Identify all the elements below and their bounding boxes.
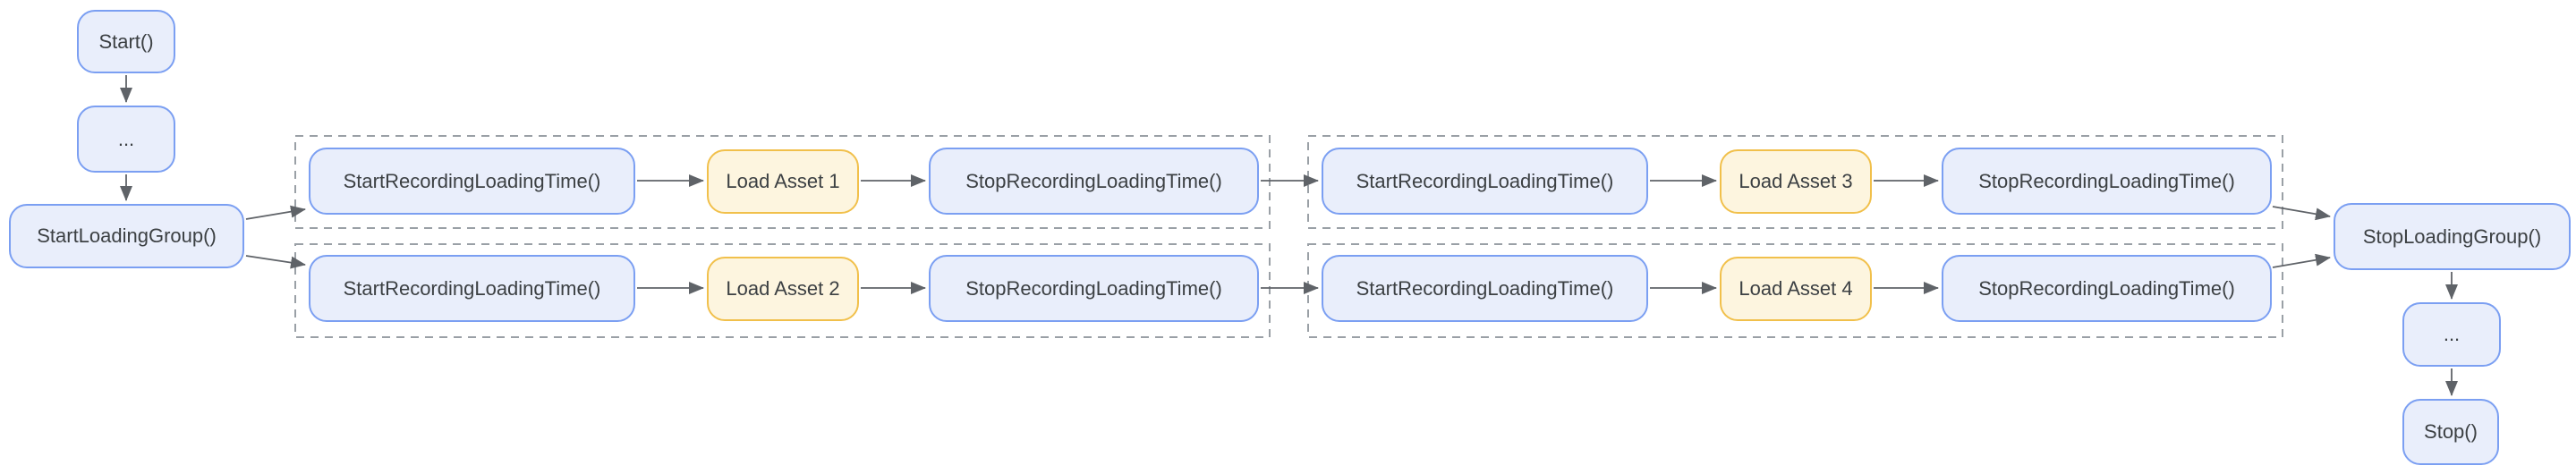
- node-load-asset-4: Load Asset 4: [1720, 257, 1872, 321]
- flow-arrow-line: [245, 255, 306, 269]
- flow-arrow-line: [2272, 253, 2331, 268]
- node-start-recording-g1r2: StartRecordingLoadingTime(): [309, 255, 635, 322]
- node-load-asset-2: Load Asset 2: [707, 257, 859, 321]
- node-start-loading-group: StartLoadingGroup(): [9, 204, 244, 268]
- node-stop-recording-g1r2: StopRecordingLoadingTime(): [929, 255, 1259, 322]
- node-start-recording-g2r1: StartRecordingLoadingTime(): [1322, 148, 1648, 215]
- node-stop-recording-g2r1: StopRecordingLoadingTime(): [1942, 148, 2272, 215]
- node-ellipsis-bottom: ...: [2402, 302, 2501, 367]
- node-load-asset-1: Load Asset 1: [707, 149, 859, 214]
- node-start: Start(): [77, 10, 175, 73]
- node-stop-loading-group: StopLoadingGroup(): [2334, 203, 2571, 270]
- node-start-recording-g2r2: StartRecordingLoadingTime(): [1322, 255, 1648, 322]
- flow-arrow-line: [2272, 206, 2331, 221]
- node-stop-recording-g1r1: StopRecordingLoadingTime(): [929, 148, 1259, 215]
- node-ellipsis-top: ...: [77, 106, 175, 173]
- node-stop: Stop(): [2402, 399, 2499, 465]
- node-stop-recording-g2r2: StopRecordingLoadingTime(): [1942, 255, 2272, 322]
- node-load-asset-3: Load Asset 3: [1720, 149, 1872, 214]
- flow-arrow-line: [245, 205, 306, 220]
- node-start-recording-g1r1: StartRecordingLoadingTime(): [309, 148, 635, 215]
